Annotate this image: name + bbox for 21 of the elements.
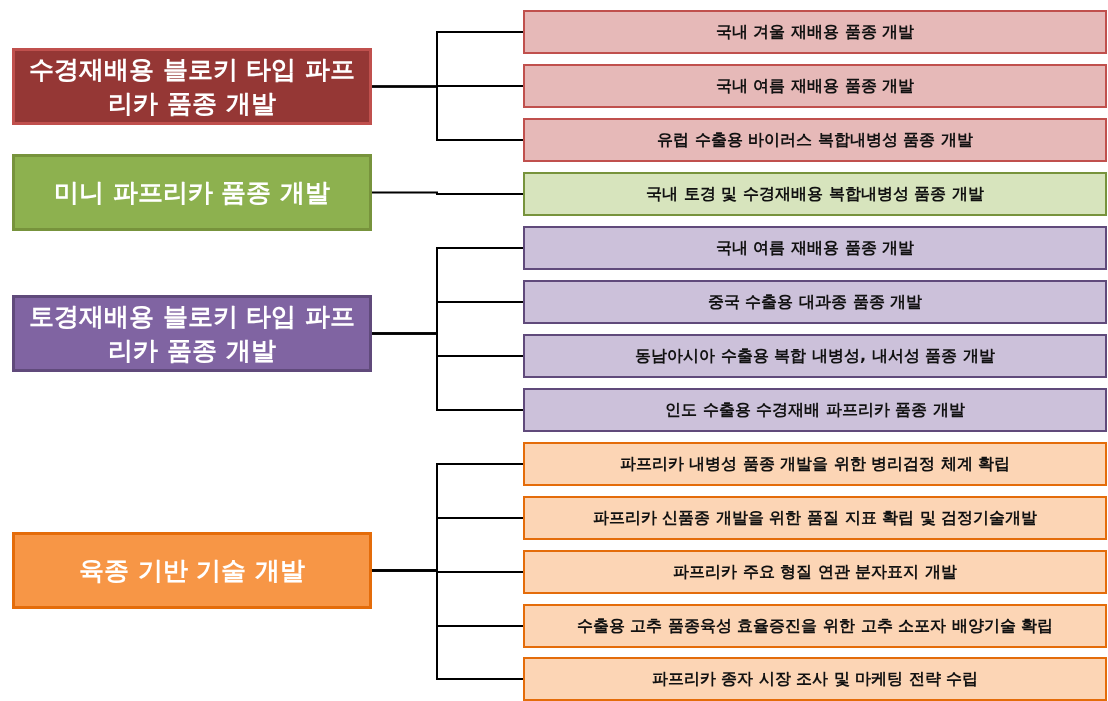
task-box: 동남아시아 수출용 복합 내병성, 내서성 품종 개발 (523, 334, 1107, 378)
task-box: 파프리카 종자 시장 조사 및 마케팅 전략 수립 (523, 657, 1107, 701)
task-box: 국내 여름 재배용 품종 개발 (523, 64, 1107, 108)
task-box: 중국 수출용 대과종 품종 개발 (523, 280, 1107, 324)
task-box: 국내 여름 재배용 품종 개발 (523, 226, 1107, 270)
connector-line (371, 191, 524, 195)
task-box: 파프리카 주요 형질 연관 분자표지 개발 (523, 550, 1107, 594)
connector-line (371, 85, 524, 141)
task-box: 국내 겨울 재배용 품종 개발 (523, 10, 1107, 54)
category-box: 토경재배용 블로키 타입 파프리카 품종 개발 (12, 295, 372, 372)
connector-line (371, 569, 524, 680)
task-box: 국내 토경 및 수경재배용 복합내병성 품종 개발 (523, 172, 1107, 216)
category-box: 육종 기반 기술 개발 (12, 532, 372, 609)
task-box: 파프리카 신품종 개발을 위한 품질 지표 확립 및 검정기술개발 (523, 496, 1107, 540)
task-box: 파프리카 내병성 품종 개발을 위한 병리검정 체계 확립 (523, 442, 1107, 486)
connector-line (371, 332, 524, 411)
task-box: 인도 수출용 수경재배 파프리카 품종 개발 (523, 388, 1107, 432)
category-box: 미니 파프리카 품종 개발 (12, 154, 372, 231)
task-box: 수출용 고추 품종육성 효율증진을 위한 고추 소포자 배양기술 확립 (523, 604, 1107, 648)
task-box: 유럽 수출용 바이러스 복합내병성 품종 개발 (523, 118, 1107, 162)
category-box: 수경재배용 블로키 타입 파프리카 품종 개발 (12, 48, 372, 125)
